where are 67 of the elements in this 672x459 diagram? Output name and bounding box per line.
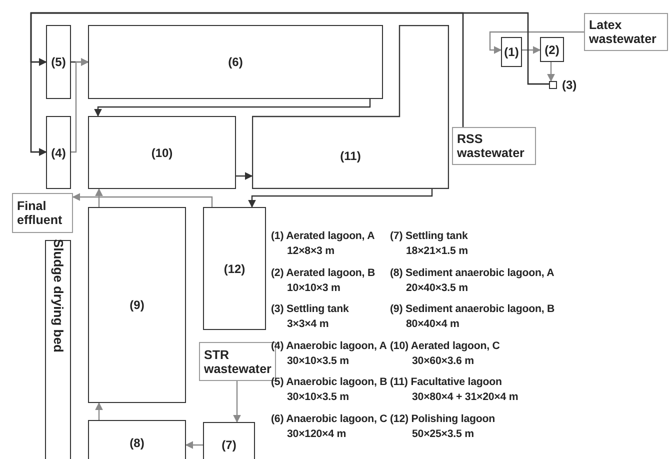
box-label: Sludge drying bed (51, 239, 65, 353)
dimension-text: 30×10×3.5 m (287, 354, 349, 366)
flow-arrow (71, 58, 89, 153)
flow-arrow (248, 189, 433, 208)
dimension-text: 30×60×3.6 m (412, 354, 474, 366)
flow-arrow (94, 99, 371, 117)
lagoon-number: (7) (222, 438, 236, 452)
lagoon-box (501, 37, 522, 67)
legend-entry: (6) Anaerobic lagoon, C (271, 412, 388, 424)
box-label: RSS wastewater (457, 132, 526, 160)
legend-entry: (11) Facultative lagoon (390, 376, 502, 388)
lagoon-number: (9) (130, 298, 144, 312)
dimension-text: 3×3×4 m (287, 318, 329, 330)
legend-entry: (5) Anaerobic lagoon, B (271, 376, 388, 388)
dimension-text: 30×10×3.5 m (287, 391, 349, 403)
box-label: Final effluent (17, 199, 64, 227)
legend-entry: (8) Sediment anaerobic lagoon, A (390, 266, 554, 278)
lagoon-number: (11) (340, 149, 361, 163)
dimension-text: 18×21×1.5 m (406, 245, 468, 257)
lagoon-box (88, 116, 236, 189)
dimension-text: 30×120×4 m (287, 428, 346, 440)
flow-arrow (95, 188, 103, 207)
source-box (584, 13, 668, 51)
lagoon-box (46, 25, 71, 99)
lagoon-box (88, 207, 186, 403)
lagoon-number: (8) (130, 436, 144, 450)
source-box (12, 193, 73, 233)
flow-arrow (30, 12, 464, 156)
flow-arrow (547, 62, 555, 82)
lagoon-box (540, 37, 564, 62)
lagoon-box (203, 422, 255, 459)
dimension-text: 30×80×4 + 31×20×4 m (412, 391, 518, 403)
dimension-text: 20×40×3.5 m (406, 282, 468, 294)
lagoon-box (46, 116, 71, 189)
flow-arrow (489, 31, 584, 54)
flow-arrow (72, 193, 213, 207)
box-label: STR wastewater (204, 348, 272, 376)
lagoon-box (88, 25, 383, 99)
lagoon-number: (12) (224, 262, 246, 276)
flow-arrow (185, 441, 203, 449)
flow-arrow (522, 46, 541, 54)
source-box (452, 127, 536, 165)
dimension-text: 80×40×4 m (406, 318, 460, 330)
dimension-text: 50×25×3.5 m (412, 428, 474, 440)
lagoon-number: (2) (544, 42, 560, 56)
legend-entry: (12) Polishing lagoon (390, 412, 496, 424)
lagoon-number: (3) (562, 78, 577, 92)
dimension-text: 10×10×3 m (287, 282, 340, 294)
flow-arrow (236, 172, 253, 180)
lagoon-number: (4) (51, 146, 66, 160)
legend-entry: (2) Aerated lagoon, B (271, 266, 376, 278)
lagoon-number: (6) (228, 55, 243, 69)
dimension-text: 12×8×3 m (287, 245, 335, 257)
lagoon-box (88, 420, 186, 459)
legend-entry: (10) Aerated lagoon, C (390, 340, 500, 352)
flow-arrow (95, 402, 103, 420)
lagoon-number: (1) (504, 45, 519, 59)
lagoon-number: (5) (51, 55, 66, 69)
legend-entry: (4) Anaerobic lagoon, A (271, 340, 387, 352)
lagoon-number: (10) (151, 146, 173, 160)
drying-bed-box (45, 240, 71, 459)
legend-entry: (3) Settling tank (271, 303, 349, 315)
box-label: Latex wastewater (589, 18, 658, 46)
flow-arrow (233, 381, 241, 423)
lagoon-box (203, 207, 266, 330)
legend-entry: (9) Sediment anaerobic lagoon, B (390, 303, 555, 315)
legend-entry: (7) Settling tank (390, 230, 468, 242)
